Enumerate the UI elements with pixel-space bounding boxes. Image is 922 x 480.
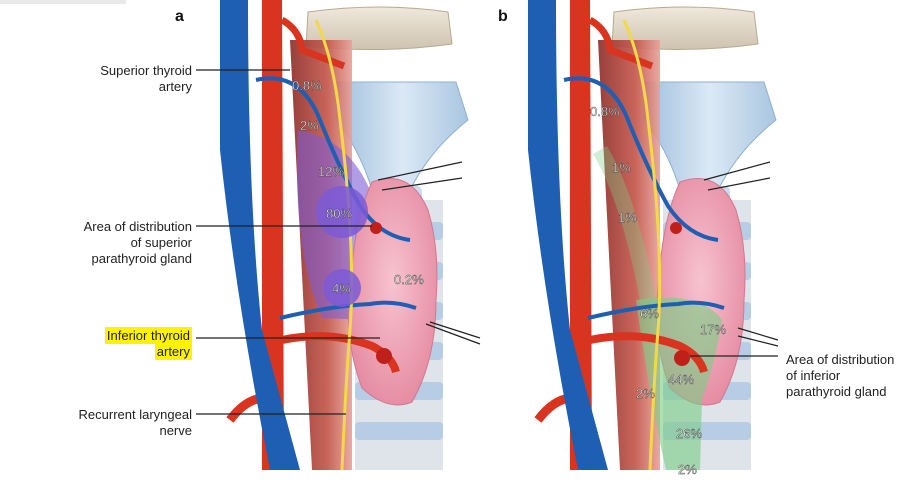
label-line: Superior thyroid: [100, 63, 192, 78]
label-recurrent-laryngeal-nerve: Recurrent laryngeal nerve: [79, 407, 192, 439]
panel-b-illustration: [528, 0, 777, 471]
panel-a-letter: a: [175, 8, 184, 25]
panel-a-illustration: [220, 0, 469, 471]
highlighted-text: Inferior thyroid: [104, 327, 192, 344]
jugular-vein-b: [528, 0, 608, 470]
pct-b-3: 6%: [640, 306, 659, 321]
pct-a-3: 80%: [326, 206, 352, 221]
jugular-vein-a: [220, 0, 300, 470]
label-line: Area of distribution: [83, 219, 192, 234]
label-inferior-thyroid-artery: Inferior thyroid artery: [104, 327, 192, 360]
thyroid-cartilage-b: [643, 81, 777, 191]
label-area-superior-parathyroid: Area of distribution of superior parathy…: [84, 219, 192, 267]
pct-a-5: 0.2%: [394, 272, 424, 287]
label-line: of inferior: [786, 368, 841, 383]
pct-a-0: 0.8%: [292, 78, 322, 93]
pct-b-8: 2%: [678, 462, 697, 477]
top-edge-bar: [0, 0, 126, 4]
pct-a-4: 4%: [332, 281, 351, 296]
label-area-inferior-parathyroid: Area of distribution of inferior parathy…: [786, 352, 894, 400]
superior-parathyroid-gland-a: [370, 222, 382, 234]
pct-b-7: 26%: [676, 426, 702, 441]
leader-lines: [196, 69, 779, 415]
label-line: parathyroid gland: [91, 251, 192, 266]
recurrent-laryngeal-nerve-b: [622, 19, 662, 471]
inferior-parathyroid-gland-b: [674, 350, 690, 366]
pct-b-5: 44%: [668, 372, 694, 387]
zone-4-circle-a: [323, 269, 361, 307]
recurrent-laryngeal-nerve-a: [314, 19, 354, 471]
label-line: artery: [158, 79, 192, 94]
label-line: nerve: [159, 423, 192, 438]
label-line: of superior: [130, 235, 192, 250]
inferior-parathyroid-gland-a: [376, 348, 392, 364]
label-line: Area of distribution: [786, 352, 895, 367]
label-superior-thyroid-artery: Superior thyroid artery: [100, 63, 192, 95]
pct-b-2: 1%: [618, 210, 637, 225]
panel-b-letter: b: [498, 8, 508, 25]
strap-muscle-b: [598, 40, 660, 470]
pct-b-6: 2%: [636, 386, 655, 401]
label-line: parathyroid gland: [786, 384, 887, 399]
pct-a-2: 12%: [318, 164, 344, 179]
pct-b-1: 1%: [612, 160, 631, 175]
pct-a-1: 2%: [300, 118, 319, 133]
zone-80-circle-a: [316, 186, 368, 238]
pct-b-0: 0.8%: [590, 104, 620, 119]
pct-b-4: 17%: [700, 322, 726, 337]
highlighted-text: artery: [154, 343, 192, 360]
superior-parathyroid-gland-b: [670, 222, 682, 234]
label-line: Recurrent laryngeal: [78, 407, 192, 422]
